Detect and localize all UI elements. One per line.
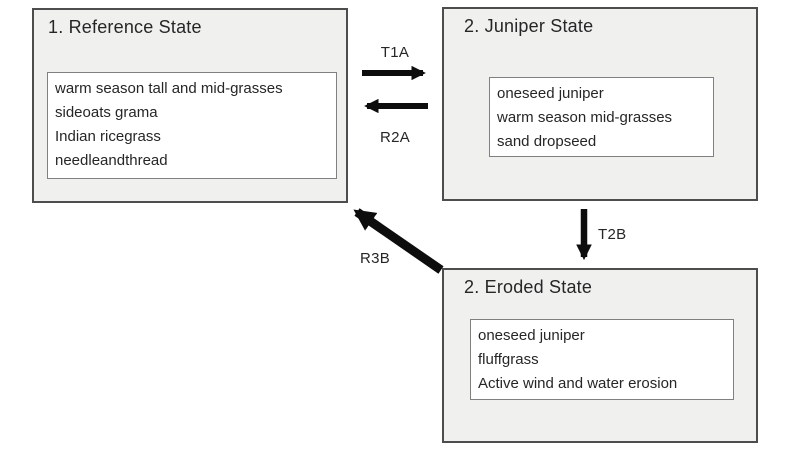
species-item: oneseed juniper (478, 327, 585, 344)
species-item: Active wind and water erosion (478, 375, 678, 392)
state-box-eroded: 2. Eroded State oneseed juniper fluffgra… (442, 268, 758, 443)
transition-label-t1a: T1A (380, 44, 410, 61)
transition-label-r2a: R2A (379, 129, 411, 146)
transition-label-r3b: R3B (360, 250, 391, 267)
species-item: needleandthread (55, 152, 168, 169)
species-item: warm season tall and mid-grasses (55, 80, 283, 97)
species-item: sand dropseed (497, 133, 597, 150)
species-item: fluffgrass (478, 351, 539, 368)
state-box-reference: 1. Reference State warm season tall and … (32, 8, 348, 203)
species-item: oneseed juniper (497, 85, 604, 102)
species-list-eroded: oneseed juniper fluffgrass Active wind a… (470, 319, 734, 400)
species-list-reference: warm season tall and mid-grasses sideoat… (47, 72, 337, 179)
state-title-reference: 1. Reference State (48, 17, 202, 37)
state-box-juniper: 2. Juniper State oneseed juniper warm se… (442, 7, 758, 201)
transition-label-t2b: T2B (598, 226, 627, 243)
species-item: warm season mid-grasses (497, 109, 673, 126)
state-title-juniper: 2. Juniper State (464, 16, 594, 36)
state-title-eroded: 2. Eroded State (464, 277, 593, 297)
species-item: sideoats grama (55, 104, 158, 121)
species-list-juniper: oneseed juniper warm season mid-grasses … (489, 77, 714, 157)
species-item: Indian ricegrass (55, 128, 161, 145)
